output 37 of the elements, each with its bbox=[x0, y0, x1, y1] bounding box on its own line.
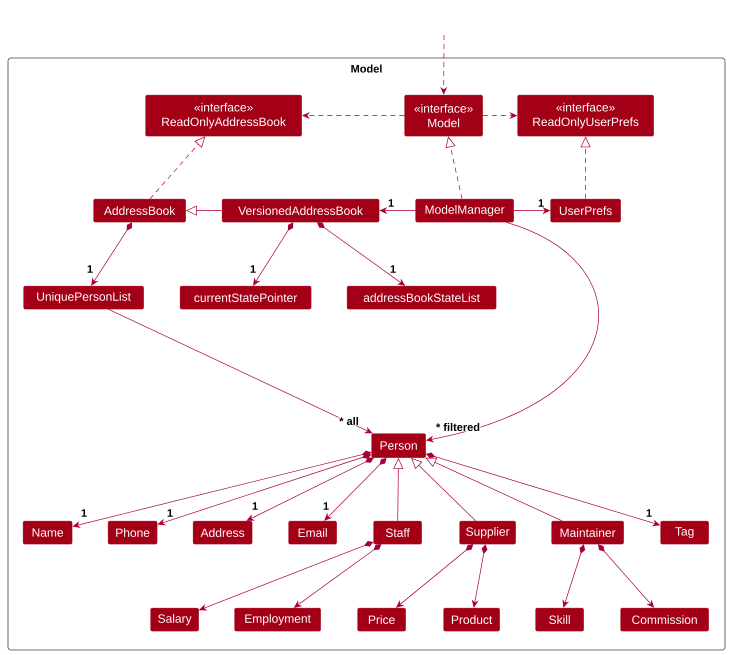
multiplicity-label: 1 bbox=[387, 198, 395, 208]
class-box: Commission bbox=[620, 608, 709, 632]
class-box: Product bbox=[443, 608, 500, 632]
interface-box: «interface» ReadOnlyAddressBook bbox=[145, 94, 302, 136]
class-box: Salary bbox=[150, 608, 199, 632]
multiplicity-label: 1 bbox=[322, 502, 330, 510]
interface-box: «interface» ReadOnlyUserPrefs bbox=[517, 94, 654, 136]
class-box: Maintainer bbox=[551, 520, 624, 544]
class-box: Email bbox=[288, 520, 337, 544]
class-box: ModelManager bbox=[415, 198, 514, 222]
class-box: Supplier bbox=[459, 520, 516, 544]
multiplicity-label: * filtered bbox=[436, 422, 480, 432]
class-box: currentStatePointer bbox=[180, 286, 312, 310]
interface-box: «interface» Model bbox=[404, 94, 483, 136]
multiplicity-label: 1 bbox=[86, 264, 94, 274]
class-box: Phone bbox=[108, 520, 158, 544]
class-box: addressBookStateList bbox=[346, 286, 496, 310]
class-box: Address bbox=[192, 520, 252, 544]
class-box: Price bbox=[357, 608, 406, 632]
class-box: VersionedAddressBook bbox=[222, 198, 380, 222]
class-box: Tag bbox=[660, 520, 709, 544]
class-box: Staff bbox=[373, 520, 422, 544]
multiplicity-label: 1 bbox=[389, 264, 397, 274]
class-box: UniquePersonList bbox=[23, 286, 144, 310]
multiplicity-label: 1 bbox=[166, 508, 174, 518]
multiplicity-label: * all bbox=[338, 416, 360, 426]
multiplicity-label: 1 bbox=[249, 264, 257, 274]
multiplicity-label: 1 bbox=[251, 502, 259, 510]
multiplicity-label: 1 bbox=[80, 508, 88, 518]
class-box: Employment bbox=[234, 608, 321, 632]
class-box: AddressBook bbox=[93, 198, 186, 222]
class-box: Person bbox=[371, 433, 426, 458]
class-box: UserPrefs bbox=[550, 198, 621, 222]
multiplicity-label: 1 bbox=[537, 198, 545, 208]
class-box: Skill bbox=[535, 608, 584, 632]
multiplicity-label: 1 bbox=[645, 508, 653, 518]
class-box: Name bbox=[22, 520, 72, 544]
